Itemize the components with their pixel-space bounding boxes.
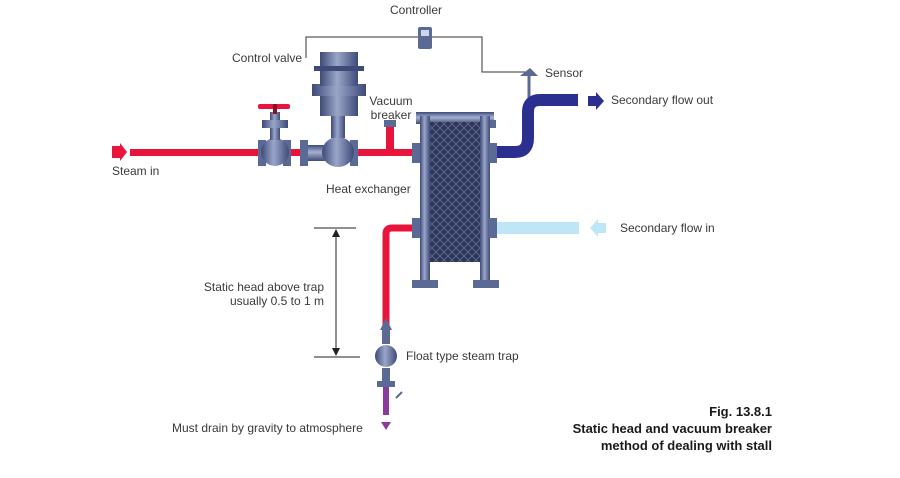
vacuum-breaker-icon [384,120,396,151]
float-steam-trap-icon [375,318,403,399]
label-drain: Must drain by gravity to atmosphere [172,421,363,435]
label-vacuum-breaker-line2: breaker [370,108,412,122]
secondary-out-arrow [588,92,604,110]
figure-number: Fig. 13.8.1 [709,404,772,419]
label-static-head-line2: usually 0.5 to 1 m [229,294,324,308]
label-float-trap: Float type steam trap [406,349,519,363]
label-vacuum-breaker-line1: Vacuum [369,94,413,108]
label-controller: Controller [390,3,443,17]
static-head-dimension [314,227,360,358]
label-secondary-flow-in: Secondary flow in [620,221,715,235]
figure-title-line2: method of dealing with stall [600,438,772,453]
isolation-valve-icon [258,104,291,166]
secondary-in-arrow [590,219,606,237]
label-heat-exchanger: Heat exchanger [326,182,411,196]
label-steam-in: Steam in [112,164,160,178]
control-valve-icon [300,52,366,167]
steam-in-arrow [112,143,127,161]
drain-pipe [381,387,391,430]
condensate-pipe [382,224,412,330]
sensor-icon [520,68,538,98]
label-control-valve: Control valve [232,51,303,65]
heat-exchanger-icon [412,112,499,288]
secondary-in-pipe [495,222,579,234]
label-secondary-flow-out: Secondary flow out [611,93,714,107]
label-static-head-line1: Static head above trap [203,280,324,294]
figure-caption: Fig. 13.8.1 Static head and vacuum break… [573,403,772,454]
label-sensor: Sensor [545,66,584,80]
drain-arrow [381,422,391,430]
controller-icon [418,27,432,49]
secondary-out-pipe [495,94,578,158]
figure-title-line1: Static head and vacuum breaker [572,421,772,436]
